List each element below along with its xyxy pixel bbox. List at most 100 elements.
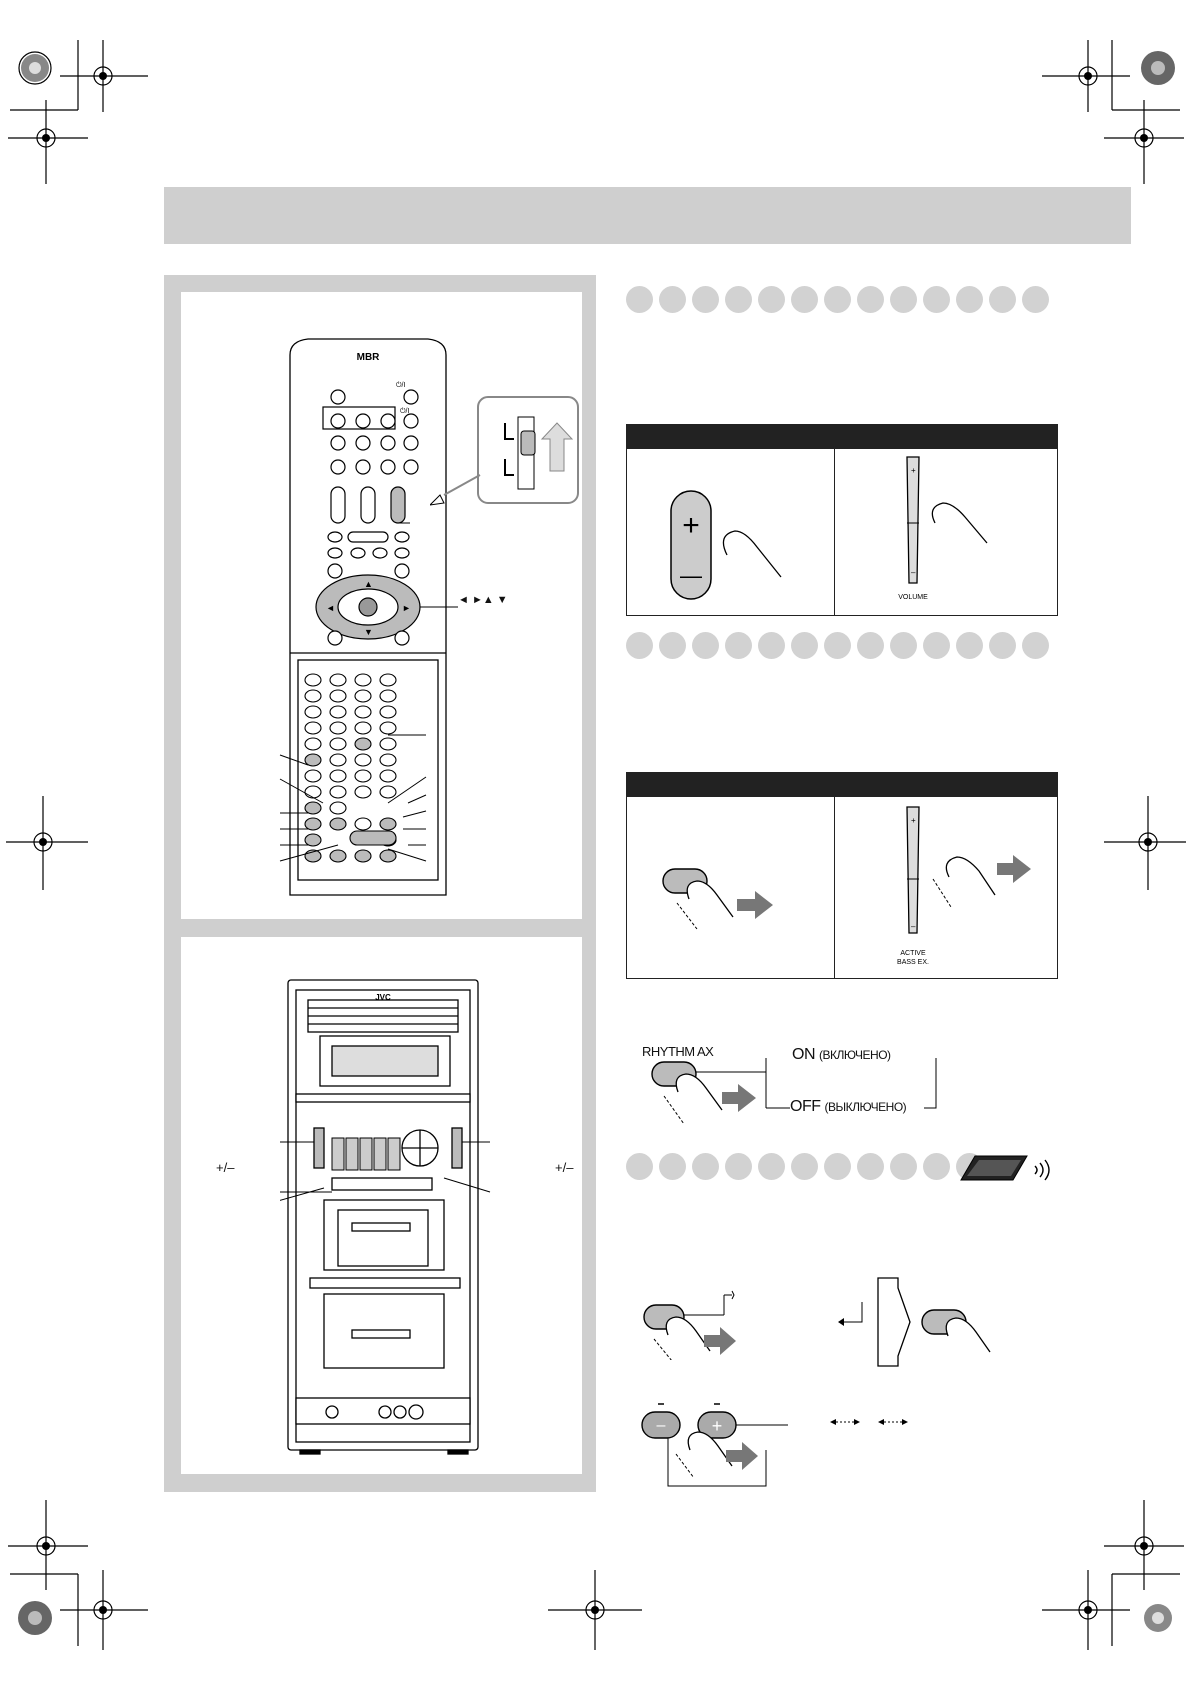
remote-key[interactable] [329, 849, 347, 863]
remote-button[interactable] [380, 459, 396, 475]
remote-key[interactable] [329, 673, 347, 687]
remote-button[interactable] [394, 531, 410, 543]
remote-key[interactable] [354, 769, 372, 783]
remote-button[interactable] [355, 435, 371, 451]
remote-key[interactable] [329, 737, 347, 751]
remote-power-button[interactable] [403, 389, 419, 405]
remote-key[interactable] [329, 801, 347, 815]
unit-input-jack[interactable] [393, 1405, 407, 1419]
remote-key[interactable] [354, 849, 372, 863]
unit-right-label: +/– [555, 1160, 574, 1175]
remote-button[interactable] [403, 413, 419, 429]
remote-key[interactable] [379, 785, 397, 799]
remote-key[interactable] [329, 721, 347, 735]
remote-button[interactable] [327, 630, 343, 646]
volume-plus-sign: + [682, 509, 700, 542]
minus-button [641, 1411, 681, 1439]
remote-button[interactable] [403, 435, 419, 451]
remote-key[interactable] [354, 785, 372, 799]
volume-minus-sign: — [680, 563, 702, 588]
arrow-right-icon [704, 1327, 736, 1355]
remote-key[interactable] [379, 737, 397, 751]
remote-key[interactable] [304, 705, 322, 719]
remote-button[interactable] [327, 547, 343, 559]
remote-key[interactable] [329, 705, 347, 719]
remote-key[interactable] [354, 705, 372, 719]
finger-icon [687, 1431, 733, 1467]
remote-key[interactable] [379, 849, 397, 863]
unit-bass-illustration: + – ACTIVE BASS EX. [897, 806, 1031, 966]
remote-key[interactable] [304, 689, 322, 703]
remote-button[interactable] [350, 547, 366, 559]
remote-key[interactable] [379, 721, 397, 735]
finger-icon [931, 502, 988, 544]
remote-button[interactable] [394, 547, 410, 559]
remote-button[interactable] [394, 630, 410, 646]
finger-icon [686, 880, 734, 918]
remote-key[interactable] [304, 801, 322, 815]
remote-button[interactable] [403, 459, 419, 475]
svg-text:►: ► [402, 603, 411, 613]
unit-phones-jack[interactable] [325, 1405, 339, 1419]
remote-key[interactable] [304, 737, 322, 751]
remote-key[interactable] [304, 785, 322, 799]
remote-key[interactable] [354, 689, 372, 703]
remote-bass-illustration [662, 868, 773, 930]
remote-rocker[interactable] [360, 486, 376, 524]
remote-button[interactable] [347, 531, 389, 543]
remote-plus-minus-rocker[interactable] [349, 830, 397, 846]
remote-button[interactable] [380, 413, 396, 429]
remote-key[interactable] [354, 817, 372, 831]
remote-volume-rocker[interactable] [390, 486, 406, 524]
remote-button[interactable] [330, 413, 346, 429]
unit-bass-slider[interactable] [451, 1127, 463, 1169]
mode-switch-inset [430, 396, 579, 506]
unit-input-jack[interactable] [408, 1404, 424, 1420]
remote-key[interactable] [304, 817, 322, 831]
remote-button[interactable] [327, 531, 343, 543]
remote-button[interactable] [380, 435, 396, 451]
rhythmax-diagram [651, 1058, 937, 1125]
remote-button[interactable] [330, 435, 346, 451]
remote-key[interactable] [304, 753, 322, 767]
remote-key[interactable] [304, 769, 322, 783]
remote-key[interactable] [379, 705, 397, 719]
remote-key[interactable] [329, 785, 347, 799]
remote-button[interactable] [372, 547, 388, 559]
remote-button[interactable] [330, 389, 346, 405]
remote-key[interactable] [354, 737, 372, 751]
section-3-press-diagram [643, 1290, 736, 1360]
remote-key[interactable] [304, 721, 322, 735]
remote-key[interactable] [354, 673, 372, 687]
remote-button[interactable] [355, 459, 371, 475]
remote-key[interactable] [379, 769, 397, 783]
unit-volume-slider[interactable] [313, 1127, 325, 1169]
cursor-enter-button[interactable] [358, 597, 378, 617]
remote-key[interactable] [354, 753, 372, 767]
remote-button[interactable] [327, 563, 343, 579]
remote-key[interactable] [329, 753, 347, 767]
plus-label: + [712, 1416, 723, 1436]
section-2-heading-dots [626, 632, 1049, 659]
remote-key[interactable] [354, 721, 372, 735]
header-band [164, 187, 1131, 244]
remote-key[interactable] [304, 833, 322, 847]
unit-left-label: +/– [216, 1160, 235, 1175]
remote-key[interactable] [304, 673, 322, 687]
section-3-plus-minus-diagram: – + [641, 1403, 788, 1487]
remote-key[interactable] [329, 769, 347, 783]
volume-table: + — + – VOLUME [626, 424, 1058, 616]
remote-button[interactable] [355, 413, 371, 429]
remote-button[interactable] [330, 459, 346, 475]
remote-rocker[interactable] [330, 486, 346, 524]
remote-key[interactable] [379, 817, 397, 831]
remote-key[interactable] [379, 673, 397, 687]
finger-icon [675, 1073, 723, 1111]
remote-key[interactable] [329, 817, 347, 831]
remote-key[interactable] [379, 753, 397, 767]
remote-key[interactable] [329, 689, 347, 703]
remote-key[interactable] [379, 689, 397, 703]
unit-input-jack[interactable] [378, 1405, 392, 1419]
remote-button[interactable] [394, 563, 410, 579]
